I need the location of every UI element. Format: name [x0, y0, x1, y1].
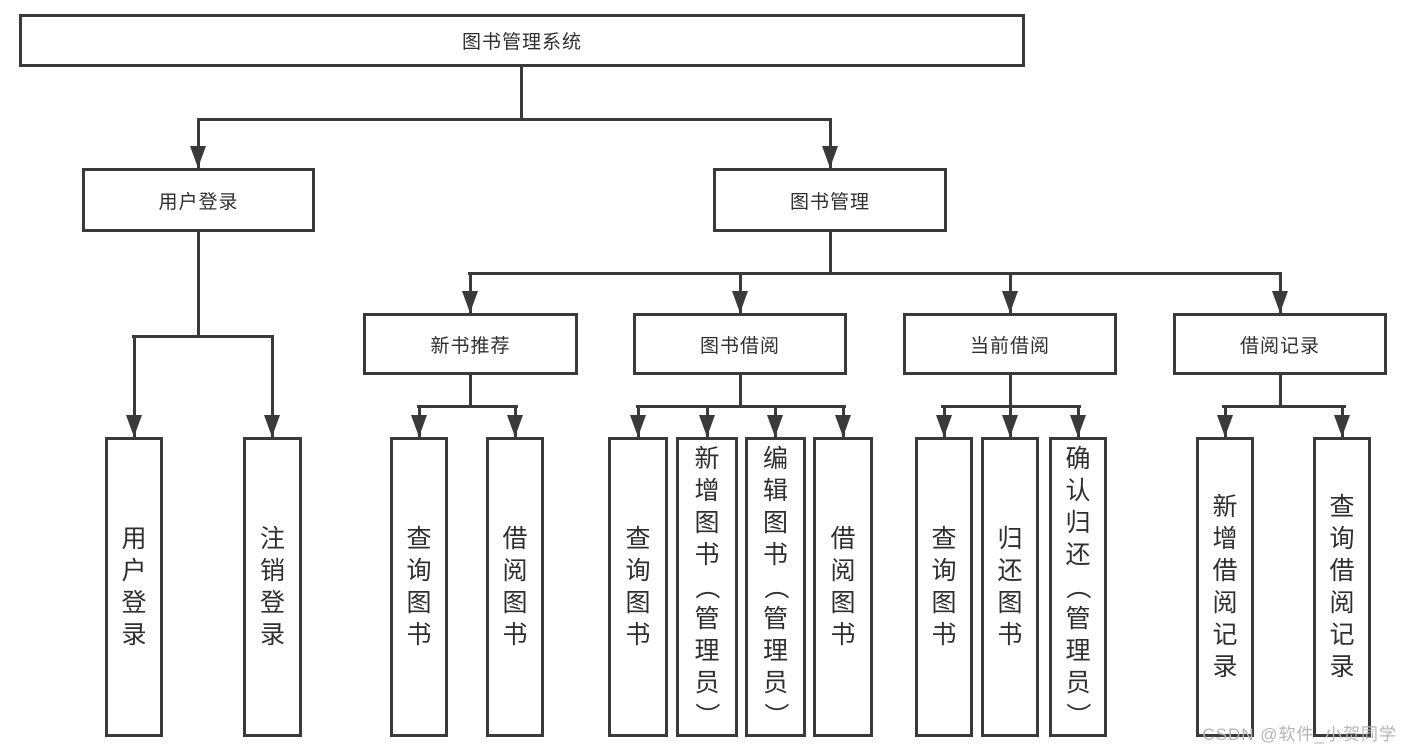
arrow-down-icon [1334, 415, 1350, 437]
csdn-watermark: CSDN @软件_小贺同学 [1202, 725, 1397, 744]
node-book-borrow: 图书借阅 [633, 313, 847, 375]
arrow-down-icon [126, 415, 142, 437]
leaf-query-borrow-record: 查询借阅记录 [1313, 437, 1371, 737]
arrow-down-icon [767, 415, 783, 437]
connector-stub [271, 335, 274, 437]
leaf-borrow-books: 借阅图书 [813, 437, 873, 737]
leaf-confirm-return-admin: 确认归还（管理员） [1049, 437, 1107, 737]
arrow-down-icon [1002, 291, 1018, 313]
connector-drop [739, 375, 742, 405]
arrow-down-icon [462, 291, 478, 313]
node-borrow-records: 借阅记录 [1173, 313, 1387, 375]
leaf-query-books-recommend: 查询图书 [390, 437, 448, 737]
arrow-down-icon [264, 415, 280, 437]
connector-stub-book-management [829, 118, 832, 168]
arrow-down-icon [936, 415, 952, 437]
connector-stub-user-login [197, 118, 200, 168]
connector-root-rail [197, 118, 832, 121]
connector-rail [417, 405, 518, 408]
node-user-login: 用户登录 [82, 168, 315, 232]
connector-rail [636, 405, 846, 408]
arrow-down-icon [411, 415, 427, 437]
arrow-down-icon [1070, 415, 1086, 437]
leaf-query-books-borrow: 查询图书 [608, 437, 668, 737]
connector-root-drop [520, 67, 523, 118]
arrow-down-icon [835, 415, 851, 437]
arrow-down-icon [507, 415, 523, 437]
node-current-borrow: 当前借阅 [903, 313, 1117, 375]
leaf-return-books: 归还图书 [981, 437, 1039, 737]
node-new-book-recommend: 新书推荐 [363, 313, 578, 375]
connector-rail [1222, 405, 1346, 408]
connector-login-drop [197, 232, 200, 335]
connector-drop [469, 375, 472, 405]
connector-stub [133, 335, 136, 437]
leaf-user-login: 用户登录 [105, 437, 163, 737]
arrow-down-icon [1002, 415, 1018, 437]
node-book-management: 图书管理 [713, 168, 947, 232]
leaf-query-books-current: 查询图书 [915, 437, 973, 737]
connector-drop [1279, 375, 1282, 405]
leaf-edit-books-admin: 编辑图书（管理员） [745, 437, 806, 737]
connector-drop [1009, 375, 1012, 405]
arrow-down-icon [190, 146, 206, 168]
arrow-down-icon [699, 415, 715, 437]
connector-mgmt-drop [829, 232, 832, 272]
arrow-down-icon [822, 146, 838, 168]
arrow-down-icon [1217, 415, 1233, 437]
connector-mgmt-rail [468, 272, 1282, 275]
leaf-logout: 注销登录 [243, 437, 302, 737]
arrow-down-icon [732, 291, 748, 313]
connector-login-rail [132, 335, 274, 338]
arrow-down-icon [630, 415, 646, 437]
node-library-management-system: 图书管理系统 [19, 14, 1025, 67]
leaf-add-borrow-record: 新增借阅记录 [1196, 437, 1254, 737]
leaf-borrow-books-recommend: 借阅图书 [486, 437, 544, 737]
arrow-down-icon [1272, 291, 1288, 313]
leaf-add-books-admin: 新增图书（管理员） [676, 437, 738, 737]
